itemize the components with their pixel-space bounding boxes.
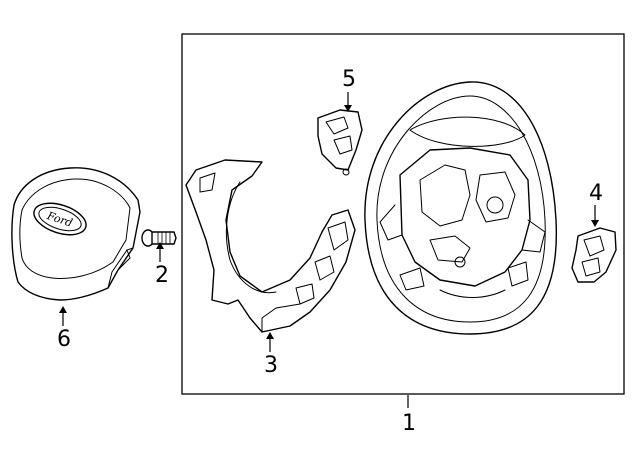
callout-6: 6 [57,327,71,352]
callout-3: 3 [264,353,278,378]
right-switch [571,227,617,283]
lower-trim-cover [185,159,356,333]
callout-2: 2 [155,263,169,288]
upper-switch [317,109,363,176]
bolt [141,229,177,247]
steering-wheel [364,81,558,335]
leader-lines [59,92,599,408]
callout-1: 1 [402,411,416,436]
airbag-module: Ford [11,167,141,301]
callout-5: 5 [342,67,356,92]
callout-4: 4 [589,181,603,206]
ford-oval-logo [33,202,87,236]
assembly-frame [181,33,625,395]
